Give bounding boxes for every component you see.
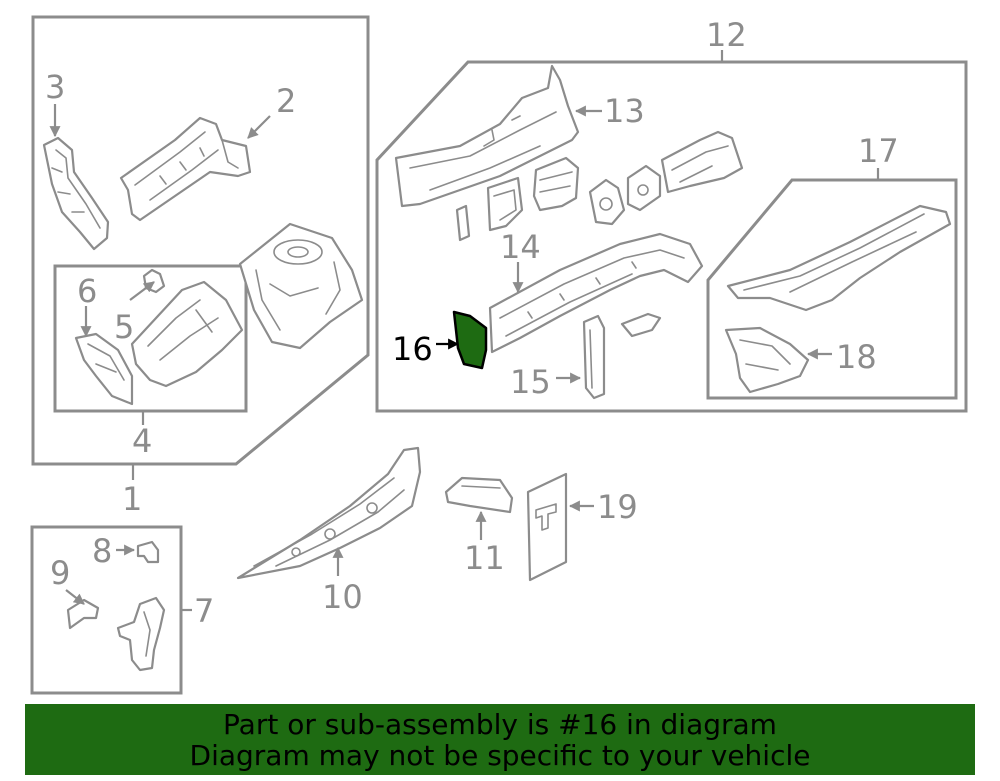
small-part-a[interactable] [455,204,471,242]
part-2[interactable] [119,116,252,222]
callout-3: 3 [45,68,65,106]
callout-11: 11 [464,539,505,577]
part-16-shape[interactable] [452,310,488,370]
group-1-frame [31,15,370,466]
part-3[interactable] [42,136,110,251]
part-10[interactable] [236,446,422,580]
callout-12: 12 [706,16,747,54]
group-17-frame [706,178,958,400]
callout-18: 18 [836,338,877,376]
part-4-panel[interactable] [130,280,244,388]
callout-14: 14 [500,228,541,266]
callout-13: 13 [604,92,645,130]
callout-17: 17 [858,132,899,170]
callout-1: 1 [122,480,142,518]
small-part-c[interactable] [532,156,580,212]
part-14[interactable] [488,232,704,354]
small-bracket[interactable] [620,312,662,338]
group-12-frame [375,60,968,413]
small-part-d[interactable] [588,178,626,226]
callout-16: 16 [392,330,433,368]
part-17[interactable] [726,204,952,312]
small-part-b[interactable] [486,176,524,232]
callout-15: 15 [510,363,551,401]
notice-banner: Part or sub-assembly is #16 in diagram D… [25,704,975,775]
callout-19: 19 [597,488,638,526]
part-11[interactable] [444,476,514,514]
part-15[interactable] [582,314,606,400]
part-13[interactable] [394,64,580,208]
small-part-f[interactable] [660,130,744,194]
part-6[interactable] [74,332,134,406]
callout-6: 6 [77,272,97,310]
small-part-e[interactable] [626,164,662,212]
callout-9: 9 [50,554,70,592]
part-16-highlighted[interactable] [452,310,488,370]
callout-4: 4 [132,422,152,460]
strut-tower[interactable] [238,222,364,350]
part-7-bracket[interactable] [116,596,166,672]
part-18[interactable] [724,326,810,394]
callout-7: 7 [194,592,214,630]
part-19[interactable] [526,472,568,582]
part-5[interactable] [142,268,166,294]
banner-line-1: Part or sub-assembly is #16 in diagram [223,707,777,741]
callout-2: 2 [276,82,296,120]
part-8[interactable] [136,540,160,564]
callout-10: 10 [322,578,363,616]
group-4-frame [53,264,248,413]
callout-8: 8 [92,532,112,570]
callout-5: 5 [114,308,134,346]
banner-line-2: Diagram may not be specific to your vehi… [189,738,811,772]
